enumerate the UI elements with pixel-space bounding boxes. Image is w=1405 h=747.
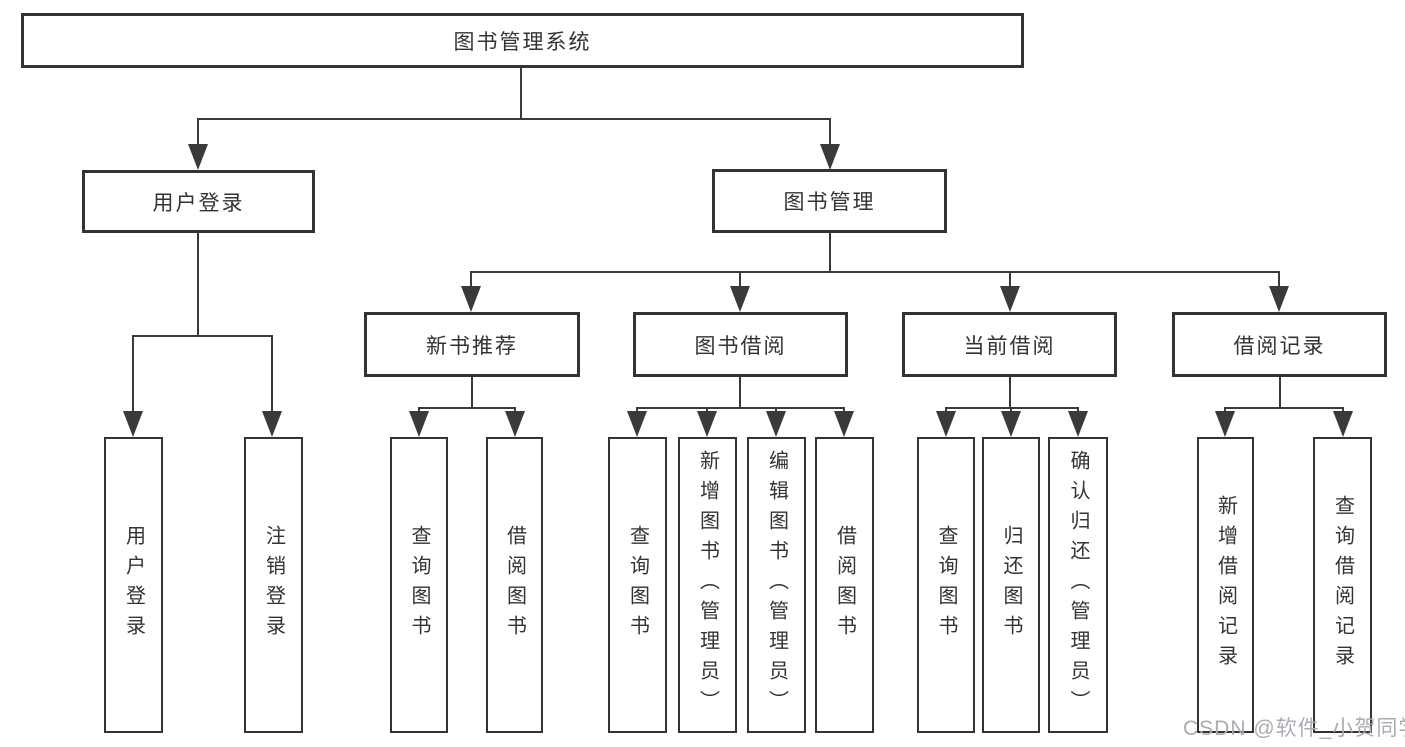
arrow-down-icon [697,411,717,437]
arrow-down-icon [834,411,854,437]
leaf-label: 编辑图书（管理员） [765,450,788,720]
node-book-borrow: 图书借阅 [633,312,848,377]
node-book-management: 图书管理 [712,169,947,233]
connector-line [829,233,831,271]
node-new-book-recommend: 新书推荐 [364,312,580,377]
leaf-label: 借阅图书 [503,525,526,645]
connector-line [471,377,473,407]
node-current-borrow: 当前借阅 [902,312,1117,377]
arrow-down-icon [1215,411,1235,437]
connector-line [945,407,1079,409]
arrow-down-icon [1001,411,1021,437]
leaf-return-books: 归还图书 [982,437,1040,733]
connector-line [1278,271,1280,289]
arrow-down-icon [1068,411,1088,437]
leaf-user-login: 用户登录 [104,437,163,733]
arrow-down-icon [262,411,282,437]
leaf-label: 查询图书 [408,525,430,645]
leaf-query-books-borrow: 查询图书 [608,437,667,733]
connector-line [829,118,831,148]
leaf-label: 注销登录 [262,525,285,645]
connector-line [471,271,1280,273]
connector-line [132,335,273,337]
node-label: 图书管理 [783,191,876,214]
node-label: 图书管理系统 [453,30,592,54]
connector-line [1224,407,1344,409]
arrow-down-icon [730,286,750,312]
connector-line [197,118,831,120]
connector-line [470,271,472,289]
leaf-label: 确认归还（管理员） [1067,450,1089,720]
arrow-down-icon [1333,411,1353,437]
leaf-query-books-recommend: 查询图书 [390,437,448,733]
connector-line [1009,271,1011,289]
leaf-edit-books-admin: 编辑图书（管理员） [747,437,806,733]
leaf-label: 借阅图书 [833,525,856,645]
arrow-down-icon [936,411,956,437]
arrow-down-icon [505,411,525,437]
node-label: 新书推荐 [426,334,518,358]
node-library-management-system: 图书管理系统 [21,13,1024,68]
arrow-down-icon [461,286,481,312]
connector-line [271,335,273,415]
leaf-query-books-current: 查询图书 [917,437,975,733]
node-borrow-records: 借阅记录 [1172,312,1387,377]
connector-line [739,377,741,407]
leaf-label: 查询借阅记录 [1331,495,1354,675]
arrow-down-icon [820,144,840,170]
arrow-down-icon [188,144,208,170]
node-user-login: 用户登录 [82,170,315,233]
leaf-label: 新增借阅记录 [1214,495,1237,675]
leaf-borrow-books: 借阅图书 [815,437,874,733]
leaf-label: 用户登录 [122,525,145,645]
leaf-logout: 注销登录 [244,437,303,733]
arrow-down-icon [627,411,647,437]
leaf-add-books-admin: 新增图书（管理员） [678,437,737,733]
csdn-watermark: CSDN @软件_小贺同学 [1183,717,1405,740]
connector-line [418,407,516,409]
leaf-label: 查询图书 [935,525,957,645]
connector-line [1279,377,1281,407]
arrow-down-icon [409,411,429,437]
connector-line [132,335,134,415]
connector-line [636,407,845,409]
connector-line [197,118,199,148]
node-label: 图书借阅 [694,334,787,358]
connector-line [739,271,741,289]
arrow-down-icon [123,411,143,437]
leaf-label: 归还图书 [1000,525,1022,645]
connector-line [520,68,522,118]
node-label: 用户登录 [152,191,245,215]
leaf-confirm-return-admin: 确认归还（管理员） [1048,437,1108,733]
leaf-label: 查询图书 [626,525,649,645]
node-label: 当前借阅 [963,334,1056,358]
leaf-borrow-books-recommend: 借阅图书 [486,437,543,733]
arrow-down-icon [1269,286,1289,312]
leaf-label: 新增图书（管理员） [696,450,719,720]
node-label: 借阅记录 [1233,334,1326,358]
leaf-query-borrow-record: 查询借阅记录 [1313,437,1372,733]
connector-line [197,233,199,335]
arrow-down-icon [1000,286,1020,312]
connector-line [1009,377,1011,407]
leaf-add-borrow-record: 新增借阅记录 [1197,437,1254,733]
arrow-down-icon [766,411,786,437]
